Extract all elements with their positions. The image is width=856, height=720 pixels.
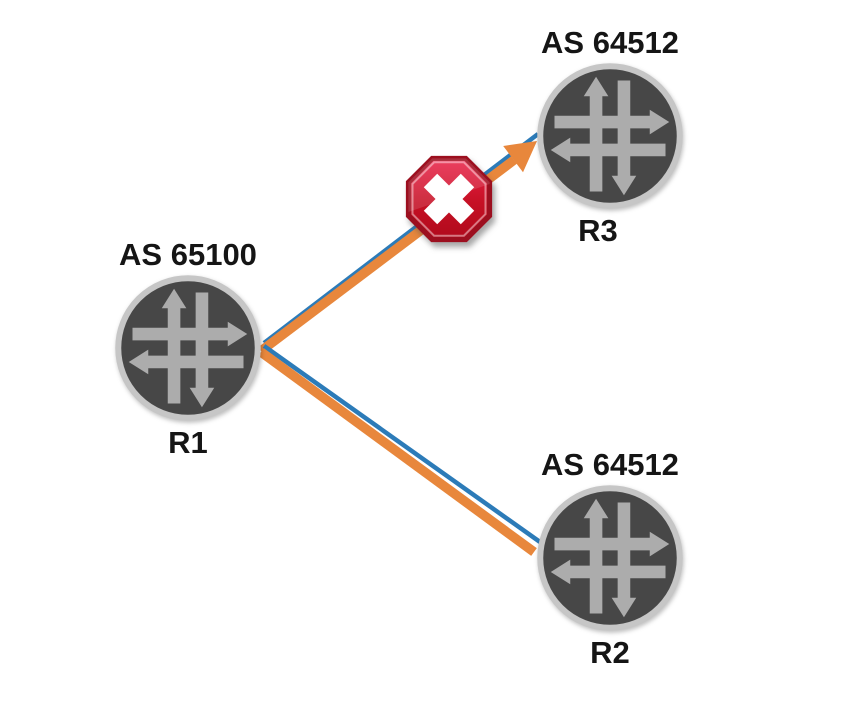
node-r2: AS 64512 R2 <box>535 447 685 670</box>
node-name-r1: R1 <box>168 425 208 460</box>
node-r3: AS 64512 R3 <box>535 25 685 248</box>
as-label-r2: AS 64512 <box>541 447 679 482</box>
node-name-r2: R2 <box>590 635 630 670</box>
blocked-octagon-bevel <box>411 161 487 237</box>
blocked-x-icon <box>405 155 493 243</box>
blocked-x-strokes <box>423 173 475 225</box>
link-r1-r2-session-line <box>262 344 542 544</box>
node-r1: AS 65100 R1 <box>113 237 263 460</box>
router-icon <box>535 61 685 211</box>
link-r1-r3-arrowhead-icon <box>503 141 537 173</box>
link-r1-r3-session-line <box>262 132 540 345</box>
blocked-octagon-gloss <box>408 158 490 212</box>
as-label-r1: AS 65100 <box>119 237 257 272</box>
node-name-r3: R3 <box>578 213 618 248</box>
router-icon <box>535 483 685 633</box>
as-label-r3: AS 64512 <box>541 25 679 60</box>
router-icon <box>113 273 263 423</box>
link-r1-r2-path-line <box>258 348 537 556</box>
